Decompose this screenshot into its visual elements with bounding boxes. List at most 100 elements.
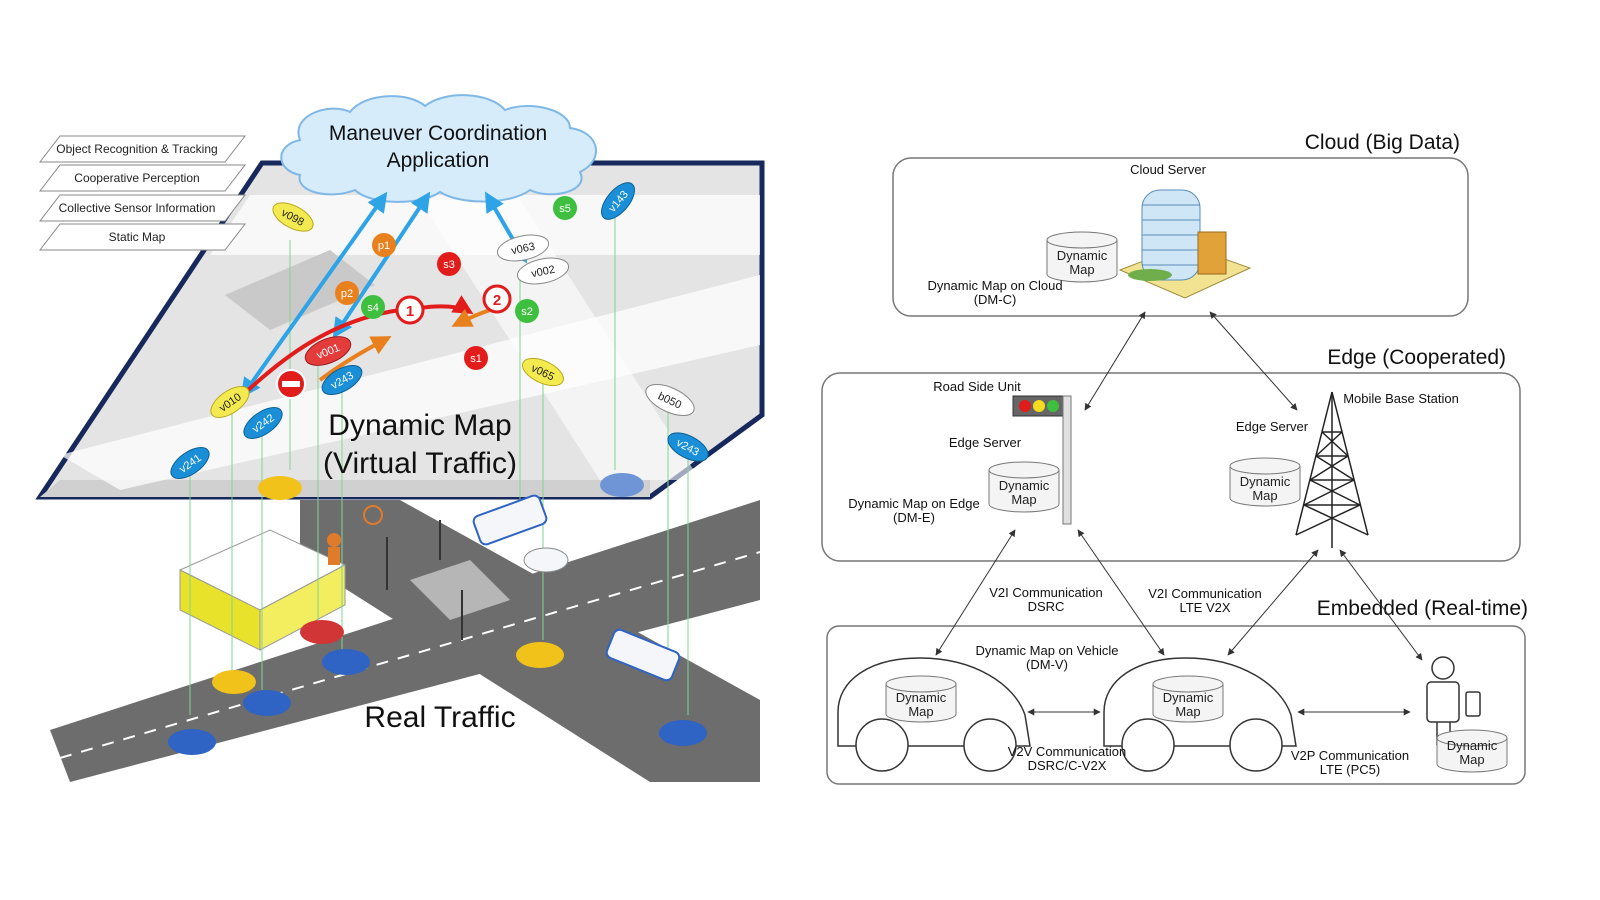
pedestrian-label: p2 bbox=[341, 288, 353, 300]
db-label: Map bbox=[1011, 492, 1036, 507]
db-label: Dynamic bbox=[896, 690, 947, 705]
maneuver-marker-label: 2 bbox=[493, 292, 501, 309]
db-label: Dynamic bbox=[999, 478, 1050, 493]
pedestrian-marker bbox=[372, 233, 396, 257]
db-label: Map bbox=[1459, 752, 1484, 767]
car-icon bbox=[600, 473, 644, 497]
layer-label: Collective Sensor Information bbox=[59, 201, 216, 215]
phone-icon bbox=[1465, 691, 1481, 717]
vehicle-label: v002 bbox=[530, 264, 556, 281]
layer-label: Object Recognition & Tracking bbox=[56, 142, 217, 156]
cloud-title-line2: Application bbox=[387, 149, 490, 172]
bus-icon bbox=[605, 628, 681, 682]
vehicle-label: v063 bbox=[510, 241, 536, 258]
db-label: Map bbox=[1252, 488, 1277, 503]
pedestrian-icon: Dynamic Map bbox=[1426, 656, 1508, 773]
dynamic-map-db: Dynamic Map bbox=[1229, 457, 1301, 507]
layer-stack: Object Recognition & Tracking Cooperativ… bbox=[38, 135, 247, 251]
db-label: Map bbox=[1069, 262, 1094, 277]
real-road-main bbox=[50, 500, 760, 782]
virtual-sensors: s1 s2 s3 s4 s5 bbox=[361, 196, 577, 370]
pedestrian-marker bbox=[335, 281, 359, 305]
comm-label-v2p-sub: LTE (PC5) bbox=[1320, 762, 1380, 777]
cloud-tier-title: Cloud (Big Data) bbox=[1305, 131, 1460, 154]
car-icon bbox=[243, 690, 291, 716]
db-label: Dynamic bbox=[1447, 738, 1498, 753]
bicycle-icon bbox=[363, 505, 383, 525]
sensor-label: s3 bbox=[443, 259, 455, 271]
virtual-pedestrians: p1 p2 bbox=[335, 233, 396, 305]
dynamic-map-db: Dynamic Map bbox=[988, 461, 1060, 513]
sensor-label: s2 bbox=[521, 306, 533, 318]
sensor-marker bbox=[437, 252, 461, 276]
car-icon bbox=[516, 642, 564, 668]
db-label: Map bbox=[908, 704, 933, 719]
sensor-marker bbox=[515, 299, 539, 323]
edge-server-right-label: Edge Server bbox=[1236, 419, 1309, 434]
dynamic-map-title: Dynamic Map bbox=[328, 409, 511, 442]
comm-label-v2v-sub: DSRC/C-V2X bbox=[1028, 758, 1107, 773]
car-icon bbox=[212, 670, 256, 694]
edge-tier-title: Edge (Cooperated) bbox=[1327, 346, 1506, 369]
cloud-server-label: Cloud Server bbox=[1130, 162, 1207, 177]
pedestrian-icon bbox=[327, 533, 341, 547]
maneuver-marker bbox=[482, 284, 512, 314]
dm-c-label: Dynamic Map on Cloud bbox=[927, 278, 1062, 293]
base-station-label: Mobile Base Station bbox=[1343, 391, 1459, 406]
cloud-tier: Cloud (Big Data) Cloud Server Dynamic Ma… bbox=[892, 131, 1469, 317]
maneuver-path-orange bbox=[451, 308, 491, 327]
left-panel: Object Recognition & Tracking Cooperativ… bbox=[35, 94, 765, 782]
rsu-label: Road Side Unit bbox=[933, 379, 1021, 394]
dm-e-label: Dynamic Map on Edge bbox=[848, 496, 980, 511]
layer-label: Cooperative Perception bbox=[74, 171, 199, 185]
edge-tier-box bbox=[821, 372, 1521, 562]
bus-icon bbox=[472, 494, 548, 546]
traffic-light-icon bbox=[1012, 395, 1072, 525]
dm-v-label: Dynamic Map on Vehicle bbox=[975, 643, 1118, 658]
maneuver-app-cloud: Maneuver Coordination Application bbox=[280, 94, 597, 203]
layer-label: Static Map bbox=[109, 230, 166, 244]
db-label: Map bbox=[1175, 704, 1200, 719]
car-icon bbox=[300, 620, 344, 644]
embedded-tier-title: Embedded (Real-time) bbox=[1317, 597, 1528, 620]
db-label: Dynamic bbox=[1163, 690, 1214, 705]
dm-v-sub: (DM-V) bbox=[1026, 657, 1068, 672]
dynamic-map-subtitle: (Virtual Traffic) bbox=[323, 447, 517, 480]
maneuver-marker-label: 1 bbox=[406, 303, 414, 320]
comm-arrows bbox=[935, 311, 1423, 716]
dm-e-sub: (DM-E) bbox=[893, 510, 935, 525]
car-icon bbox=[258, 476, 302, 500]
sensor-label: s5 bbox=[559, 203, 571, 215]
sensor-marker bbox=[553, 196, 577, 220]
cloud-server-icon bbox=[1118, 189, 1252, 299]
right-panel: Cloud (Big Data) Cloud Server Dynamic Ma… bbox=[821, 131, 1528, 785]
sensor-label: s1 bbox=[470, 353, 482, 365]
vehicle-icon: Dynamic Map bbox=[1103, 657, 1297, 772]
car-icon bbox=[659, 720, 707, 746]
virtual-vehicles: v098 v010 v001 v242 v243 v241 v063 v002 … bbox=[170, 182, 709, 480]
edge-server-left-label: Edge Server bbox=[949, 435, 1022, 450]
edge-tier: Edge (Cooperated) Road Side Unit Edge Se… bbox=[821, 346, 1521, 562]
comm-label-v2i-lte-sub: LTE V2X bbox=[1179, 600, 1230, 615]
car-icon bbox=[322, 649, 370, 675]
embedded-tier: Embedded (Real-time) Dynamic Map on Vehi… bbox=[826, 597, 1528, 785]
real-traffic-title: Real Traffic bbox=[364, 701, 515, 734]
crosswalk bbox=[410, 560, 510, 620]
comm-label-v2v: V2V Communication bbox=[1008, 744, 1127, 759]
comm-label-v2i-dsrc: V2I Communication bbox=[989, 585, 1102, 600]
sensor-marker bbox=[361, 295, 385, 319]
sensor-label: s4 bbox=[367, 302, 379, 314]
comm-label-v2i-lte: V2I Communication bbox=[1148, 586, 1261, 601]
comm-label-v2i-dsrc-sub: DSRC bbox=[1028, 599, 1065, 614]
cloud-title-line1: Maneuver Coordination bbox=[329, 122, 547, 145]
db-label: Dynamic bbox=[1057, 248, 1108, 263]
dynamic-map-db: Dynamic Map bbox=[1046, 231, 1118, 283]
car-icon bbox=[168, 729, 216, 755]
real-vehicles bbox=[168, 473, 707, 755]
maneuver-marker bbox=[395, 295, 425, 325]
db-label: Dynamic bbox=[1240, 474, 1291, 489]
vehicle-icon: Dynamic Map bbox=[837, 657, 1031, 772]
sensor-marker bbox=[464, 346, 488, 370]
car-icon bbox=[523, 547, 569, 573]
cell-tower-icon bbox=[1295, 391, 1369, 548]
